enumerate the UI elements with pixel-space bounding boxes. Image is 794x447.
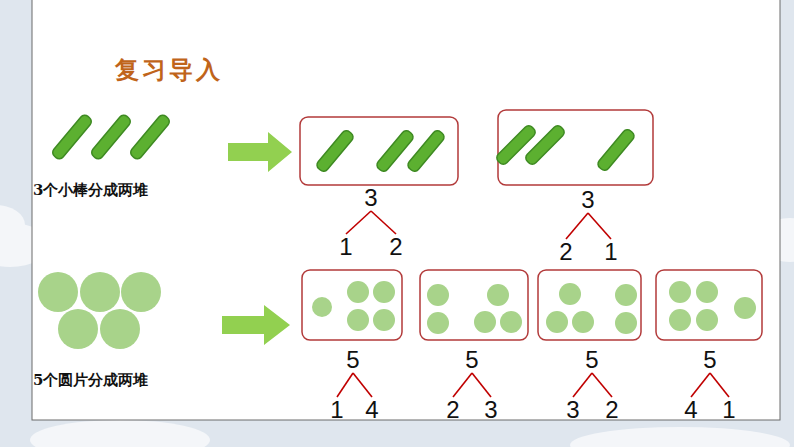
number-node: 3: [482, 397, 499, 423]
number-node: 4: [682, 397, 699, 423]
split-line: [710, 373, 729, 397]
number-text: 3: [484, 396, 497, 423]
number-node: 4: [363, 397, 380, 423]
number-text: 1: [722, 396, 735, 423]
stick: [315, 129, 355, 173]
number-node: 5: [463, 347, 480, 373]
split-line: [337, 373, 353, 397]
split-line: [573, 373, 592, 397]
disc: [347, 309, 369, 331]
split-line: [588, 213, 611, 239]
stick-group: [315, 124, 636, 173]
disc: [615, 312, 637, 334]
group-box: [420, 270, 528, 340]
number-text: 5: [703, 346, 716, 373]
number-node: 3: [362, 185, 379, 211]
number-node: 2: [603, 397, 620, 423]
number-node: 1: [337, 234, 354, 260]
number-text: 2: [446, 396, 459, 423]
number-text: 1: [330, 396, 343, 423]
number-node: 2: [387, 234, 404, 260]
number-text: 5: [465, 346, 478, 373]
row-caption: 5个圆片分成两堆: [33, 371, 148, 390]
disc: [572, 311, 594, 333]
disc: [100, 309, 140, 349]
disc: [347, 281, 369, 303]
number-node: 5: [583, 347, 600, 373]
number-node: 2: [557, 239, 574, 265]
split-line: [346, 211, 371, 234]
number-text: 1: [339, 233, 352, 260]
disc: [669, 309, 691, 331]
disc: [312, 297, 332, 317]
row-caption: 3个小棒分成两堆: [33, 181, 148, 200]
stick: [51, 113, 94, 161]
group-box: [300, 117, 458, 185]
number-node: 3: [579, 187, 596, 213]
number-node: 2: [444, 397, 461, 423]
stick: [406, 129, 446, 173]
disc: [487, 284, 509, 306]
number-text: 2: [559, 238, 572, 265]
number-text: 4: [365, 396, 378, 423]
number-text: 3: [364, 184, 377, 211]
block-arrow: [228, 132, 292, 172]
number-text: 5: [346, 346, 359, 373]
white-panel: [32, 0, 780, 420]
stick-group: [51, 113, 172, 161]
split-line: [353, 373, 372, 397]
disc: [734, 297, 756, 319]
number-text: 1: [604, 238, 617, 265]
disc: [615, 284, 637, 306]
disc: [373, 309, 395, 331]
disc: [80, 272, 120, 312]
number-text: 2: [389, 233, 402, 260]
split-line: [371, 211, 396, 234]
number-text: 3: [581, 186, 594, 213]
group-box: [538, 270, 641, 340]
number-text: 4: [684, 396, 697, 423]
block-arrow: [222, 305, 290, 345]
arrow-group: [222, 132, 292, 345]
disc: [38, 272, 78, 312]
cloud: [0, 205, 25, 245]
stick: [90, 113, 133, 161]
cloud: [570, 427, 790, 447]
disc: [427, 284, 449, 306]
number-text: 2: [605, 396, 618, 423]
disc: [559, 283, 581, 305]
disc: [669, 281, 691, 303]
disc: [373, 281, 395, 303]
disc: [500, 311, 522, 333]
disc-group: [38, 272, 756, 349]
stick: [596, 128, 636, 172]
split-line: [691, 373, 710, 397]
split-line: [472, 373, 491, 397]
number-node: 5: [701, 347, 718, 373]
stick: [524, 124, 566, 166]
disc: [474, 311, 496, 333]
split-line: [566, 213, 588, 239]
disc: [58, 309, 98, 349]
disc: [546, 311, 568, 333]
number-node: 1: [720, 397, 737, 423]
slide-title: 复习导入: [115, 54, 223, 86]
group-box: [656, 270, 762, 340]
cloud: [30, 420, 210, 447]
number-text: 5: [585, 346, 598, 373]
group-boxes: [300, 110, 762, 340]
number-node: 5: [344, 347, 361, 373]
split-line: [592, 373, 612, 397]
number-node: 1: [602, 239, 619, 265]
split-line: [453, 373, 472, 397]
number-node: 3: [564, 397, 581, 423]
disc: [427, 312, 449, 334]
stick: [129, 113, 172, 161]
number-node: 1: [328, 397, 345, 423]
disc: [121, 272, 161, 312]
group-box: [302, 270, 402, 340]
number-text: 3: [566, 396, 579, 423]
disc: [696, 281, 718, 303]
disc: [696, 309, 718, 331]
